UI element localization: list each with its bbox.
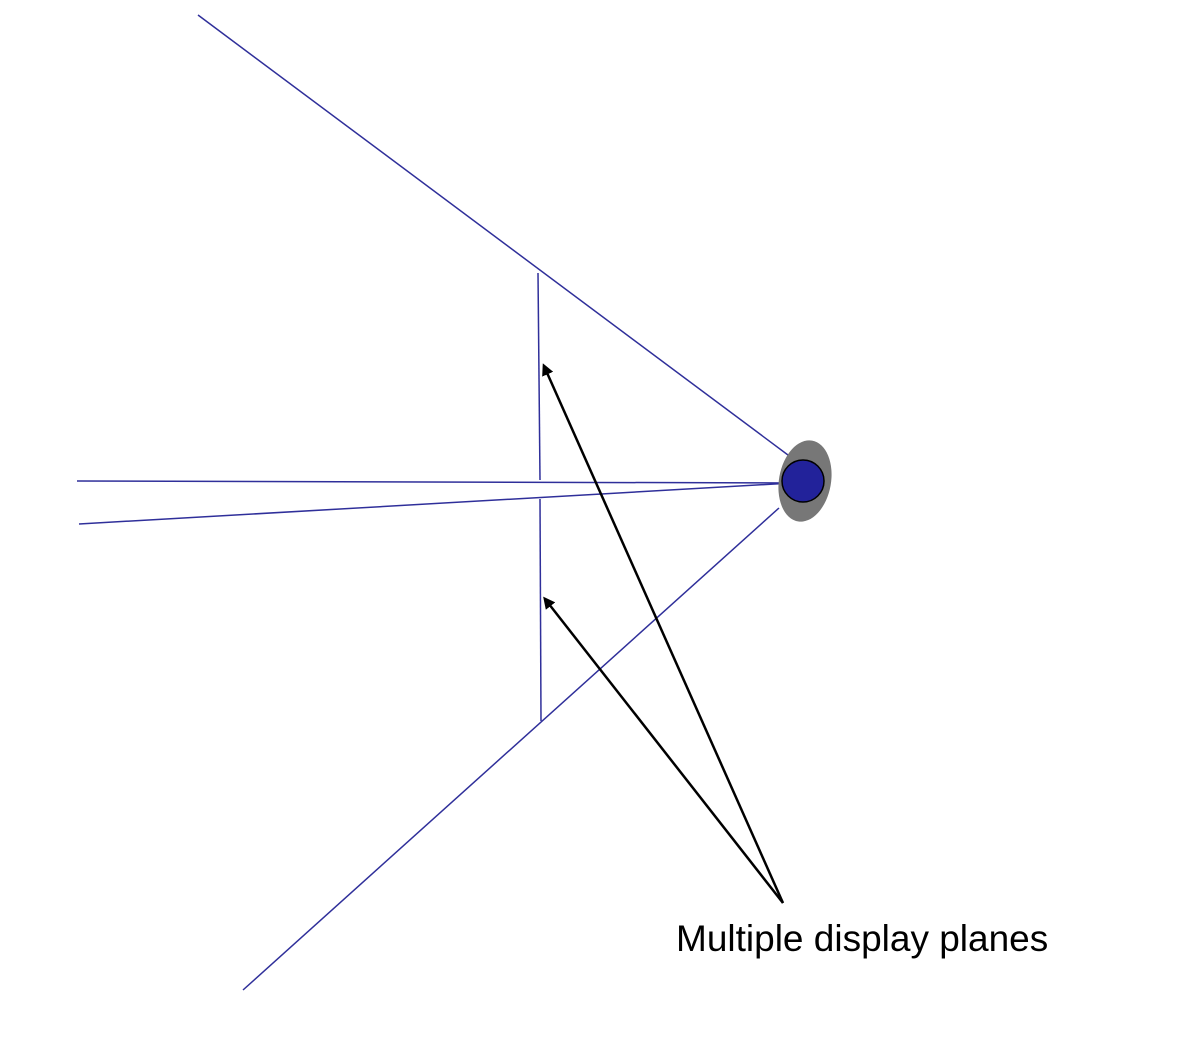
arrow-to-lower-plane xyxy=(543,596,784,904)
upper-frustum-line xyxy=(197,14,793,459)
center-ray-line xyxy=(76,480,793,484)
eye-icon xyxy=(778,440,832,522)
display-plane-lower-segment xyxy=(539,498,542,722)
lower-frustum-line xyxy=(242,507,780,991)
arrow-to-upper-plane xyxy=(542,363,785,904)
display-plane-upper-segment xyxy=(537,272,541,481)
angled-ray-line xyxy=(78,482,793,525)
diagram-caption: Multiple display planes xyxy=(676,918,1049,959)
